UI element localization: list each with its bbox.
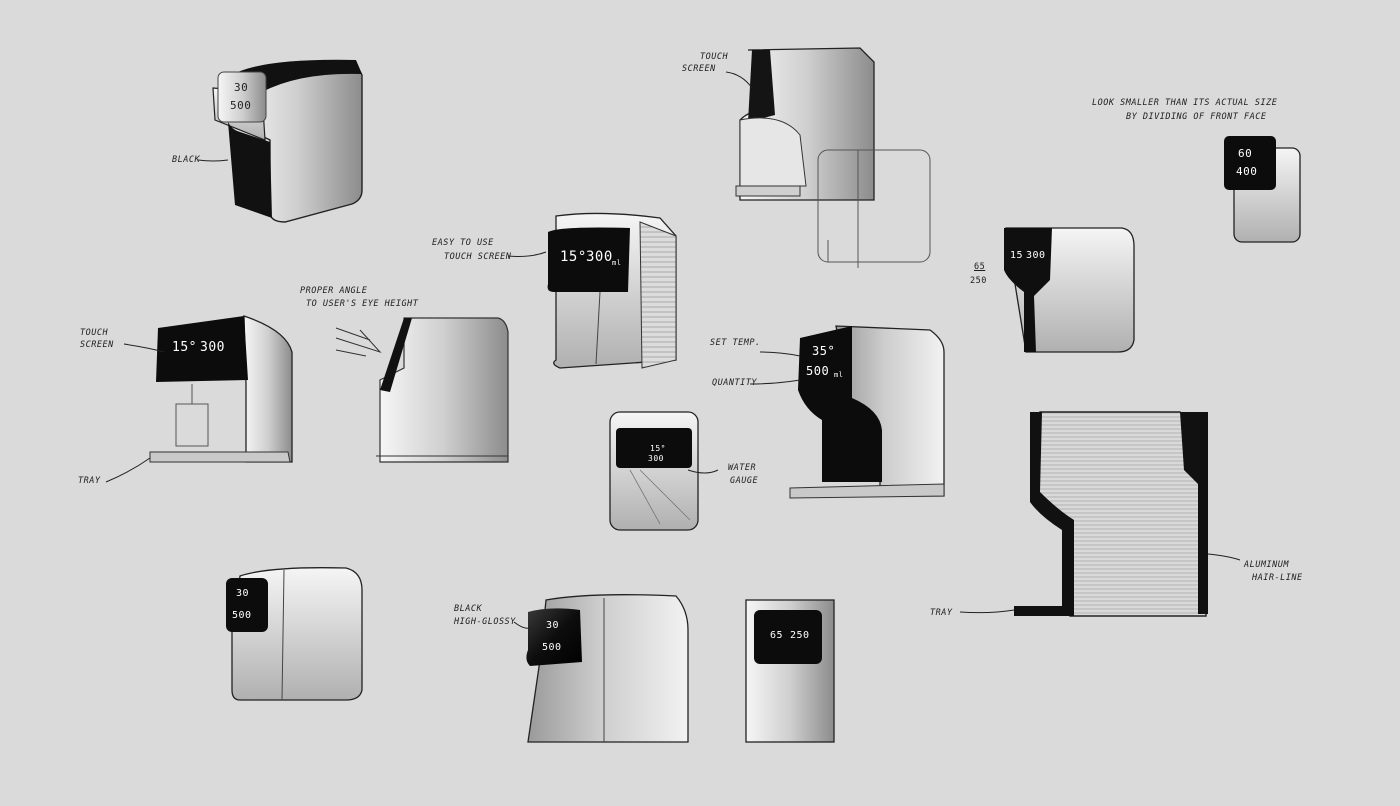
sketch-dispenser-13 <box>745 599 835 743</box>
annotation-ratio-top: 65 <box>974 262 986 272</box>
display-9-bottom: 500 <box>542 642 562 653</box>
display-4-qty: 300 <box>1026 250 1046 261</box>
annotation-water-gauge-2: GAUGE <box>730 476 759 486</box>
annotation-ratio-bottom: 250 <box>970 276 987 286</box>
display-3-unit: ml <box>612 259 622 267</box>
display-10-qty: 250 <box>790 630 810 641</box>
sketch-dispenser-3 <box>1224 136 1301 243</box>
sketch-dispenser-6 <box>149 315 293 463</box>
annotation-touch-screen-top-2: SCREEN <box>682 64 716 74</box>
annotation-smaller-2: BY DIVIDING OF FRONT FACE <box>1126 112 1267 122</box>
display-6-qty: 500 <box>806 364 830 378</box>
annotation-angle-1: PROPER ANGLE <box>300 286 368 296</box>
display-6-unit: ml <box>834 371 844 379</box>
annotation-black-glossy-2: HIGH-GLOSSY <box>454 617 516 627</box>
display-2-top: 60 <box>1238 147 1253 160</box>
annotation-smaller-1: LOOK SMALLER THAN ITS ACTUAL SIZE <box>1092 98 1278 108</box>
sketch-dispenser-11 <box>226 567 363 701</box>
sketch-dispenser-2 <box>735 47 931 268</box>
display-8-top: 30 <box>236 588 250 599</box>
display-5-qty: 300 <box>200 340 225 355</box>
display-3-temp: 15° <box>560 249 587 265</box>
display-5-temp: 15° <box>172 340 197 355</box>
sketch-dispenser-1 <box>212 59 363 223</box>
annotation-touch-screen-top-1: TOUCH <box>700 52 729 62</box>
display-1-top: 30 <box>234 81 249 94</box>
display-8-bottom: 500 <box>232 610 252 621</box>
sketch-dispenser-5 <box>1004 227 1135 353</box>
annotation-touch-screen-left-1: TOUCH <box>80 328 109 338</box>
annotation-touch-screen-left-2: SCREEN <box>80 340 114 350</box>
sketch-dispenser-8 <box>609 411 699 531</box>
annotation-easy-1: EASY TO USE <box>432 238 494 248</box>
annotation-water-gauge-1: WATER <box>728 463 757 473</box>
annotation-set-temp: SET TEMP. <box>710 338 761 348</box>
display-2-bottom: 400 <box>1236 165 1258 178</box>
display-3-qty: 300 <box>586 249 613 265</box>
annotation-black: BLACK <box>172 155 201 165</box>
sketch-dispenser-12 <box>526 594 689 743</box>
sketch-dispenser-4 <box>547 212 677 369</box>
annotation-black-glossy-1: BLACK <box>454 604 483 614</box>
annotation-easy-2: TOUCH SCREEN <box>444 252 512 262</box>
sketch-dispenser-7 <box>335 317 509 463</box>
display-10-temp: 65 <box>770 630 784 641</box>
display-6-temp: 35° <box>812 344 836 358</box>
annotation-aluminum-2: HAIR-LINE <box>1252 573 1303 583</box>
display-7-temp: 15° <box>650 444 666 453</box>
leader-lines <box>105 71 1241 629</box>
display-1-bottom: 500 <box>230 99 252 112</box>
display-7-qty: 300 <box>648 454 664 463</box>
display-4-temp: 15 <box>1010 250 1024 261</box>
annotation-aluminum-1: ALUMINUM <box>1244 560 1289 570</box>
annotation-tray-right: TRAY <box>930 608 953 618</box>
display-9-top: 30 <box>546 620 560 631</box>
annotation-quantity: QUANTITY <box>712 378 757 388</box>
sketch-dispenser-10 <box>1014 411 1208 617</box>
sketch-dispenser-9 <box>789 325 945 499</box>
annotation-angle-2: TO USER'S EYE HEIGHT <box>306 299 419 309</box>
annotation-tray-left: TRAY <box>78 476 101 486</box>
